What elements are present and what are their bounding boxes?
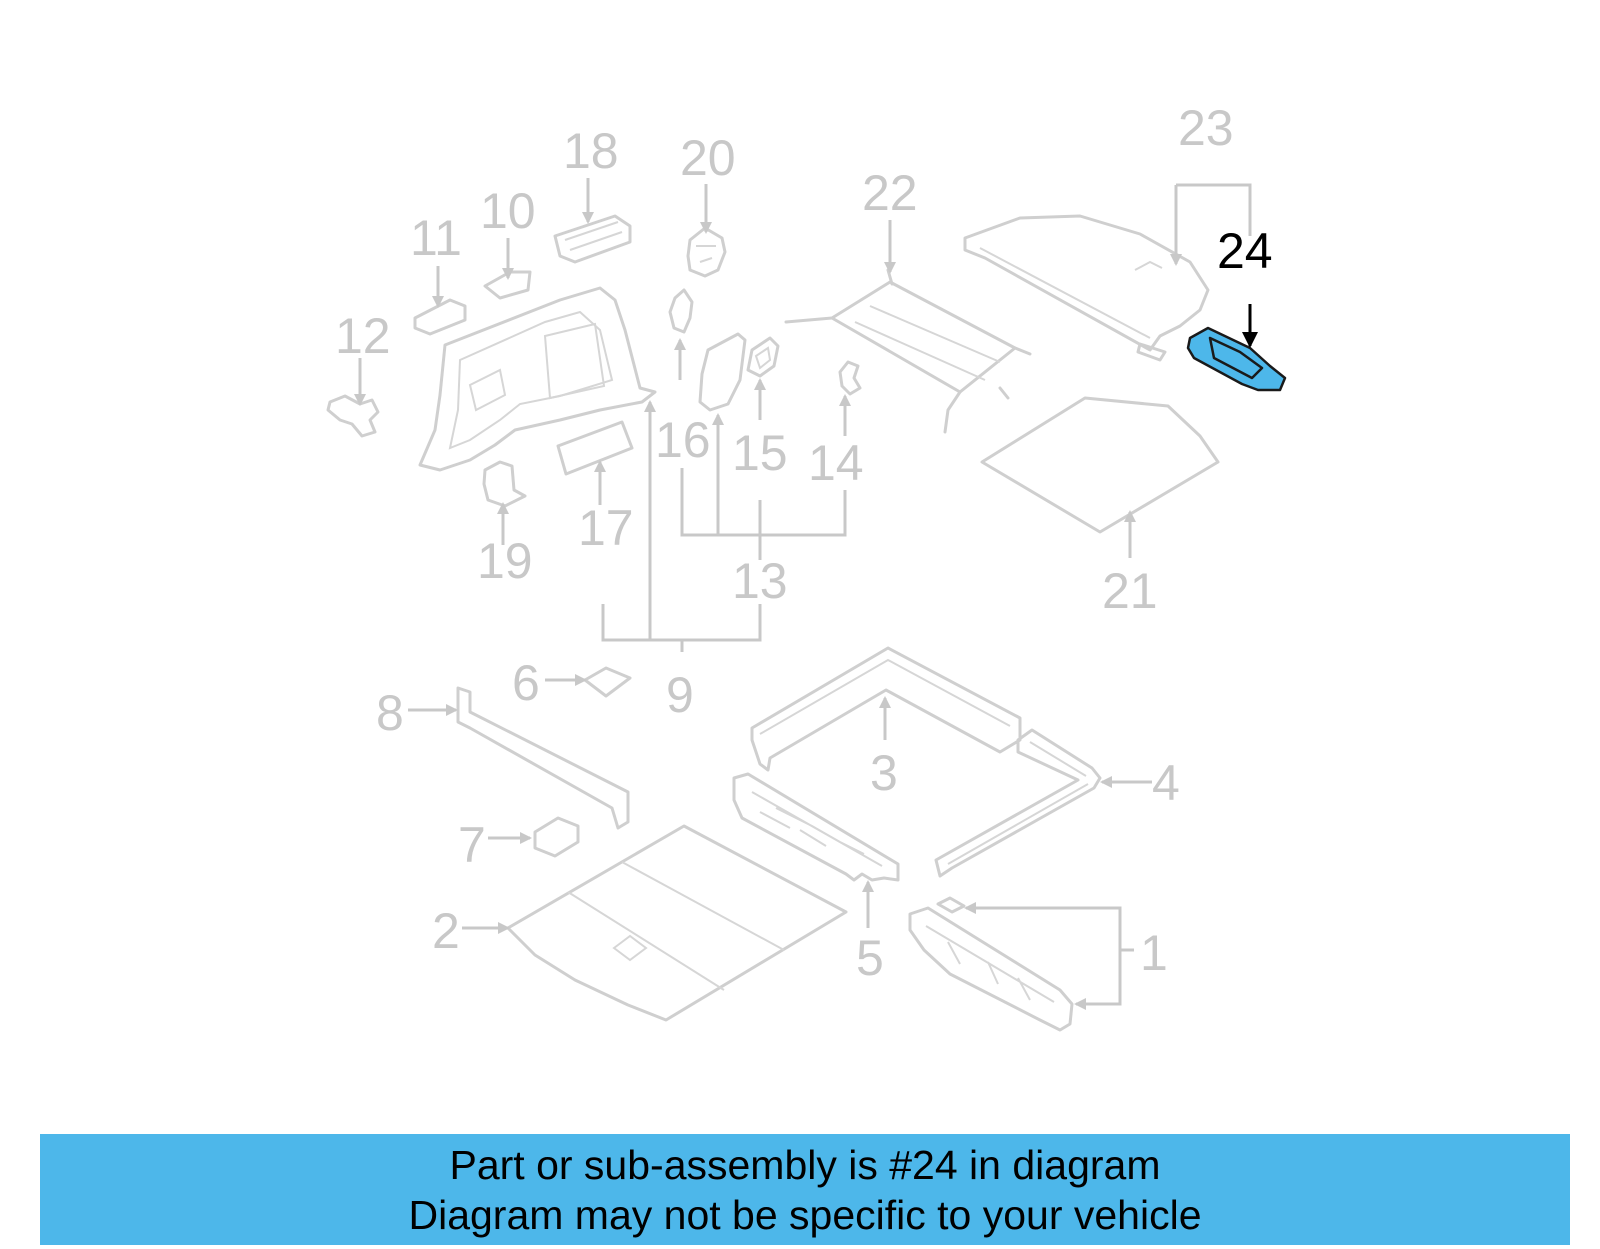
callout-7: 7 — [458, 817, 532, 873]
callout-18-label: 18 — [563, 123, 619, 179]
part-5-threshold-panel[interactable] — [732, 772, 900, 882]
callout-8: 8 — [376, 685, 458, 741]
part-11-cover[interactable] — [413, 298, 467, 336]
callout-20-label: 20 — [680, 130, 736, 186]
callout-21: 21 — [1102, 510, 1158, 619]
callout-4-label: 4 — [1152, 755, 1180, 811]
banner-line-disclaimer: Diagram may not be specific to your vehi… — [408, 1192, 1202, 1238]
part-21-floor-mat[interactable] — [980, 396, 1220, 534]
callout-18: 18 — [563, 123, 619, 224]
callout-22-label: 22 — [862, 165, 918, 221]
callout-7-label: 7 — [458, 817, 486, 873]
callout-10: 10 — [480, 183, 536, 280]
callout-12: 12 — [335, 308, 391, 406]
callout-13: 13 — [680, 413, 847, 609]
callout-22: 22 — [862, 165, 918, 274]
callout-3-label: 3 — [870, 745, 898, 801]
callout-10-label: 10 — [480, 183, 536, 239]
callout-2: 2 — [432, 903, 510, 959]
part-19-hook[interactable] — [482, 460, 527, 508]
callout-21-label: 21 — [1102, 563, 1158, 619]
banner-line-part: Part or sub-assembly is #24 in diagram — [449, 1142, 1161, 1188]
callout-6: 6 — [512, 655, 587, 711]
callout-19-label: 19 — [477, 533, 533, 589]
callout-16-label: 16 — [655, 412, 711, 468]
callout-6-label: 6 — [512, 655, 540, 711]
callout-3: 3 — [870, 696, 898, 801]
part-7-block[interactable] — [533, 816, 580, 858]
callout-23: 23 — [1170, 100, 1252, 266]
callout-9: 9 — [601, 400, 762, 723]
callout-1-label: 1 — [1140, 925, 1168, 981]
part-18-tray[interactable] — [553, 214, 632, 264]
part-3-sill-trim[interactable] — [750, 646, 1022, 772]
callout-5: 5 — [856, 880, 884, 986]
part-2-floor-board[interactable] — [506, 824, 848, 1022]
callout-9-label: 9 — [666, 667, 694, 723]
part-20-bracket[interactable] — [686, 226, 727, 278]
part-16-trim[interactable] — [698, 332, 747, 412]
callout-13-label: 13 — [732, 553, 788, 609]
callout-17-label: 17 — [578, 500, 634, 556]
part-9-quarter-trim[interactable] — [418, 286, 657, 472]
callout-11: 11 — [410, 210, 462, 308]
callout-11-label: 11 — [410, 210, 462, 266]
part-14-clip[interactable] — [838, 360, 862, 396]
part-1-scuff-plate[interactable] — [908, 896, 1074, 1032]
part-seal[interactable] — [668, 288, 694, 334]
callout-2-label: 2 — [432, 903, 460, 959]
part-22-cargo-net[interactable] — [784, 268, 1032, 434]
part-12-clip[interactable] — [326, 394, 380, 438]
part-4-side-rail[interactable] — [934, 728, 1102, 878]
callout-4: 4 — [1100, 755, 1180, 811]
callout-8-label: 8 — [376, 685, 404, 741]
part-23-tonneau-cover[interactable] — [963, 214, 1210, 362]
callout-19: 19 — [477, 502, 533, 589]
callout-5-label: 5 — [856, 930, 884, 986]
part-6-clip[interactable] — [583, 666, 632, 698]
callout-1: 1 — [964, 902, 1168, 1010]
part-24-end-cap[interactable] — [1186, 326, 1287, 392]
callout-24-label: 24 — [1217, 223, 1273, 279]
callout-14: 14 — [808, 394, 864, 491]
info-banner: Part or sub-assembly is #24 in diagram D… — [40, 1134, 1570, 1245]
callout-20: 20 — [680, 130, 736, 234]
part-8-rail[interactable] — [456, 686, 630, 830]
callout-23-label: 23 — [1178, 100, 1234, 156]
callout-17: 17 — [578, 460, 634, 556]
part-17-pad[interactable] — [556, 420, 634, 476]
callout-15: 15 — [732, 378, 788, 481]
callout-14-label: 14 — [808, 435, 864, 491]
callout-15-label: 15 — [732, 425, 788, 481]
callout-16: 16 — [655, 412, 711, 468]
callout-12-label: 12 — [335, 308, 391, 364]
part-15-cover[interactable] — [746, 336, 780, 378]
callout-24: 24 — [1217, 223, 1273, 348]
